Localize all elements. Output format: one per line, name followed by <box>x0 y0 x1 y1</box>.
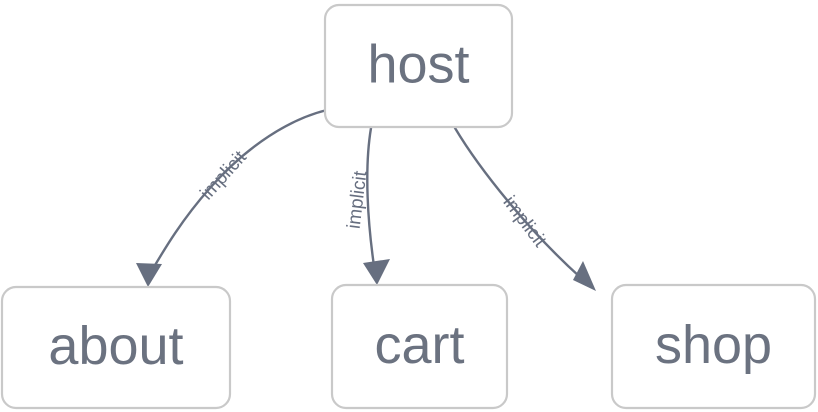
edge-line-host-cart <box>366 126 376 268</box>
edge-host-shop[interactable]: implicit <box>453 126 596 291</box>
node-shop[interactable]: shop <box>610 283 817 410</box>
arrowhead-icon <box>136 263 162 287</box>
node-box-host[interactable] <box>323 3 514 129</box>
node-box-cart[interactable] <box>330 283 509 410</box>
node-about[interactable]: about <box>0 285 232 410</box>
edge-label-host-shop: implicit <box>499 192 551 252</box>
node-label-about: about <box>48 316 183 376</box>
edge-layer: implicit implicit implicit <box>136 108 596 291</box>
node-box-shop[interactable] <box>610 283 817 410</box>
node-label-shop: shop <box>655 315 772 375</box>
arrowhead-icon <box>573 261 596 291</box>
edge-host-about[interactable]: implicit <box>136 108 329 287</box>
edge-line-host-shop <box>453 126 582 279</box>
edge-line-host-about <box>146 108 329 279</box>
node-box-about[interactable] <box>0 285 232 410</box>
node-host[interactable]: host <box>323 3 514 129</box>
node-layer: host about cart shop <box>0 3 817 410</box>
edge-label-host-about: implicit <box>196 147 251 205</box>
edge-host-cart[interactable]: implicit <box>344 126 390 285</box>
node-label-cart: cart <box>374 315 464 375</box>
edge-label-host-cart: implicit <box>344 169 372 230</box>
node-cart[interactable]: cart <box>330 283 509 410</box>
arrowhead-icon <box>363 259 390 285</box>
node-label-host: host <box>367 34 469 94</box>
